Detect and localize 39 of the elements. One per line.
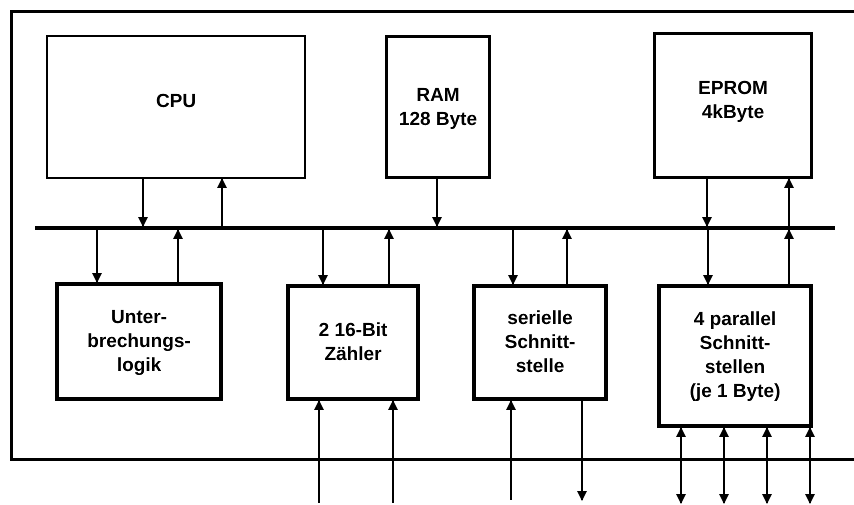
block-label: RAM — [416, 84, 460, 108]
block-label: 2 16-Bit Zähler — [318, 318, 388, 366]
arrow — [314, 400, 324, 503]
double-arrow — [805, 427, 815, 504]
arrow — [318, 230, 328, 285]
double-arrow — [719, 427, 729, 504]
block-label: (je 1 Byte) — [690, 380, 780, 404]
arrow — [138, 179, 148, 227]
block-box — [385, 35, 491, 179]
block-box — [657, 284, 813, 428]
arrow — [384, 229, 394, 284]
arrow — [784, 178, 794, 226]
arrow — [577, 401, 587, 501]
arrow — [506, 400, 516, 500]
block-label: EPROM — [698, 77, 768, 101]
arrow — [217, 178, 227, 226]
block-box — [472, 284, 608, 401]
block-box — [286, 284, 420, 401]
block-label: CPU — [156, 90, 196, 114]
double-arrow — [762, 427, 772, 504]
arrow — [388, 400, 398, 503]
block-label: serielle Schnitt- stelle — [504, 306, 576, 378]
arrow — [703, 230, 713, 285]
block-label: Unter- brechungs- logik — [86, 306, 192, 378]
block-label: 128 Byte — [398, 108, 478, 132]
arrow — [702, 179, 712, 227]
block-label: 4 parallel Schnitt- stellen — [692, 308, 778, 380]
arrow — [784, 229, 794, 284]
arrow — [173, 229, 183, 282]
block-box — [55, 282, 223, 401]
arrow — [562, 229, 572, 284]
arrow — [432, 179, 442, 227]
block-label: 4kByte — [702, 101, 764, 125]
arrow — [508, 230, 518, 285]
arrow — [92, 230, 102, 283]
frame-border — [10, 10, 854, 461]
block-box — [46, 35, 306, 179]
block-box — [653, 32, 813, 179]
double-arrow — [676, 427, 686, 504]
